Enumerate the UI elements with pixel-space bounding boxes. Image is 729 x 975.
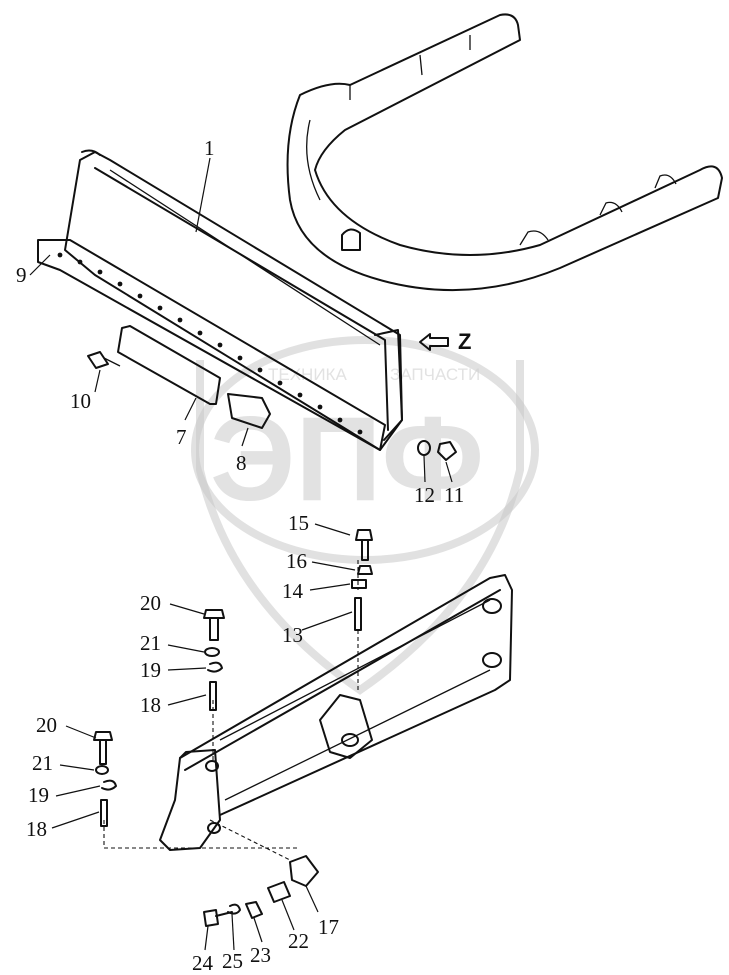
callout-23: 23 (250, 943, 271, 967)
callout-19a: 19 (140, 658, 161, 682)
callout-24: 24 (192, 951, 214, 975)
callout-10: 10 (70, 389, 91, 413)
callout-12: 12 (414, 483, 435, 507)
callout-18a: 18 (140, 693, 161, 717)
callout-16: 16 (286, 549, 307, 573)
callout-21a: 21 (140, 631, 161, 655)
watermark-left-text: ТЕХНИКА (268, 365, 347, 384)
callout-19b: 19 (28, 783, 49, 807)
view-arrow: Z (419, 329, 471, 354)
callout-14: 14 (282, 579, 304, 603)
callout-8: 8 (236, 451, 247, 475)
bolt-10 (87, 351, 121, 369)
callout-22: 22 (288, 929, 309, 953)
callout-17: 17 (318, 915, 339, 939)
callout-1: 1 (204, 136, 215, 160)
hardware-parts (93, 529, 373, 927)
washer-nut-pair (417, 440, 457, 461)
callout-11: 11 (444, 483, 464, 507)
watermark: ТЕХНИКА ЗАПЧАСТИ ЭПФ (191, 336, 539, 695)
callout-20a: 20 (140, 591, 161, 615)
view-label: Z (458, 329, 471, 354)
track-frame (286, 13, 723, 292)
watermark-logo: ЭПФ (210, 392, 484, 526)
callout-15: 15 (288, 511, 309, 535)
callout-9: 9 (16, 263, 27, 287)
callout-21b: 21 (32, 751, 53, 775)
watermark-right-text: ЗАПЧАСТИ (390, 365, 480, 384)
blade-assembly (37, 149, 403, 451)
leader-lines (29, 157, 453, 951)
callout-25: 25 (222, 949, 243, 973)
callout-13: 13 (282, 623, 303, 647)
callout-18b: 18 (26, 817, 47, 841)
callouts: 1 9 10 7 8 12 11 15 16 14 13 20 21 19 18… (16, 136, 464, 975)
cutting-edges (117, 325, 271, 429)
callout-20b: 20 (36, 713, 57, 737)
callout-7: 7 (176, 425, 187, 449)
push-beam-frame (159, 574, 513, 851)
